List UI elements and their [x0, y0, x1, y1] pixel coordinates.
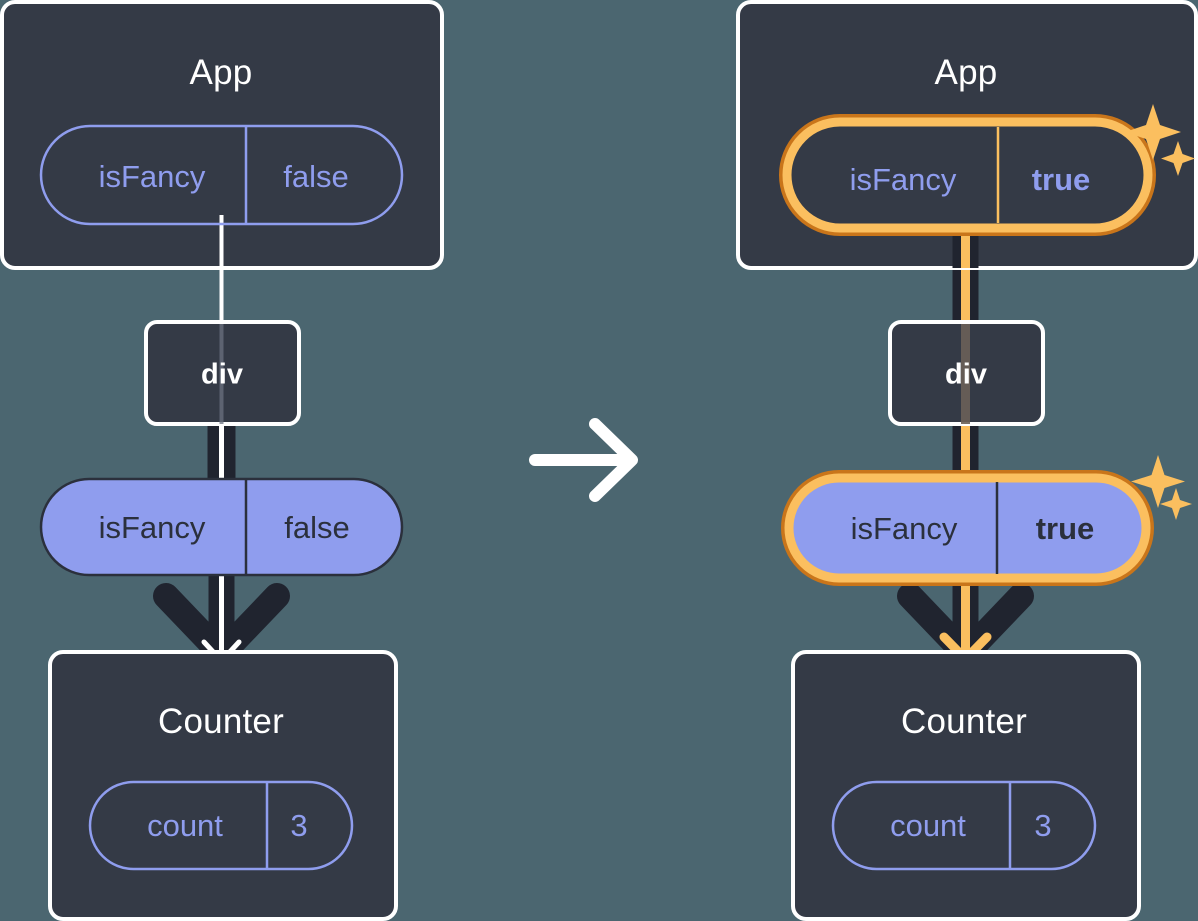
pill-app-prop-right — [779, 114, 1156, 236]
sparkle-icon-prop-right — [1131, 455, 1192, 520]
pill-counter-state-right — [831, 780, 1097, 871]
pill-edge-prop-left — [39, 477, 404, 577]
counter-box-right — [791, 650, 1141, 921]
pill-edge-prop-right — [781, 470, 1154, 586]
counter-box-left — [48, 650, 398, 921]
pill-counter-state-left — [88, 780, 354, 871]
sparkle-icon-app-right — [1125, 104, 1195, 176]
arrow-right-icon — [529, 418, 638, 502]
pill-app-prop-left — [39, 124, 404, 226]
